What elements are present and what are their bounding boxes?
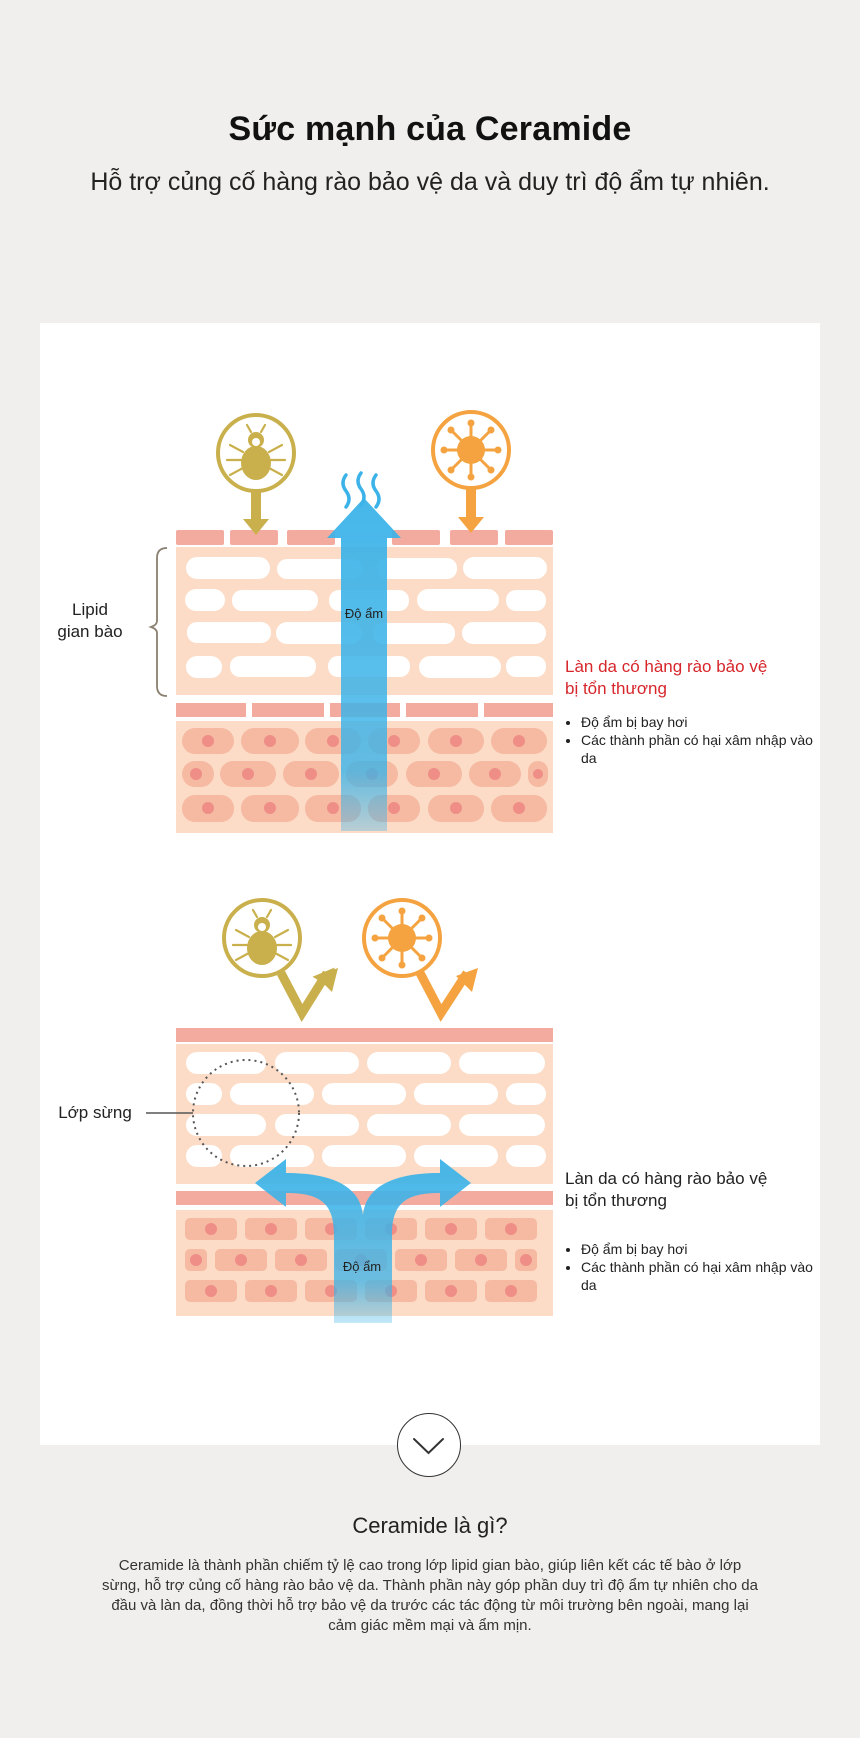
- virus-icon-deflected: [362, 898, 478, 1022]
- moisture-label-bottom: Độ ẩm: [342, 1259, 382, 1274]
- chevron-down-icon: [413, 1438, 444, 1455]
- bullet-item: Các thành phần có hại xâm nhập vào da: [581, 1258, 816, 1294]
- healthy-skin-title: Làn da có hàng rào bảo vệ bị tổn thương: [565, 1169, 768, 1210]
- bullet-item: Độ ẩm bị bay hơi: [581, 713, 816, 731]
- moisture-label-top: Độ ẩm: [344, 606, 384, 621]
- lipid-bracket: [148, 547, 168, 697]
- mite-icon-deflected: [222, 898, 338, 1023]
- granular-band-healthy: [176, 1191, 553, 1205]
- broken-surface: [176, 530, 553, 545]
- steam-icon: [341, 471, 381, 509]
- cell-nuclei-healthy: [190, 1223, 532, 1297]
- damaged-skin-bullets: Độ ẩm bị bay hơi Các thành phần có hại x…: [565, 713, 816, 767]
- scroll-down-button[interactable]: [397, 1413, 461, 1477]
- intact-surface: [176, 1028, 553, 1042]
- healthy-skin-bullets: Độ ẩm bị bay hơi Các thành phần có hại x…: [565, 1240, 816, 1294]
- page-title: Sức mạnh của Ceramide: [228, 110, 632, 148]
- info-title: Ceramide là gì?: [352, 1513, 508, 1538]
- corneocytes-healthy: [186, 1052, 546, 1167]
- bullet-item: Độ ẩm bị bay hơi: [581, 1240, 816, 1258]
- moisture-arrow-up: [327, 498, 401, 831]
- info-body: Ceramide là thành phần chiếm tỷ lệ cao t…: [102, 1557, 758, 1634]
- page-subtitle: Hỗ trợ củng cố hàng rào bảo vệ da và duy…: [90, 168, 770, 196]
- corneum-highlight-circle: [192, 1059, 300, 1167]
- virus-icon: [431, 410, 511, 533]
- damaged-skin-title: Làn da có hàng rào bảo vệ bị tổn thương: [565, 657, 768, 698]
- diagram-card: Lipid gian bào Độ ẩm Làn da có hàng rào …: [40, 323, 820, 1445]
- healthy-skin-diagram: [146, 898, 553, 1323]
- corneocytes: [185, 557, 547, 678]
- skin-diagrams: [146, 410, 553, 1323]
- damaged-skin-diagram: [148, 410, 553, 833]
- moisture-retained-arrow: [255, 1159, 471, 1323]
- cell-nuclei: [190, 735, 543, 814]
- corneum-label: Lớp sừng: [58, 1103, 132, 1122]
- bullet-item: Các thành phần có hại xâm nhập vào da: [581, 731, 816, 767]
- lipid-label: Lipid gian bào: [57, 600, 123, 641]
- mite-icon: [216, 413, 296, 535]
